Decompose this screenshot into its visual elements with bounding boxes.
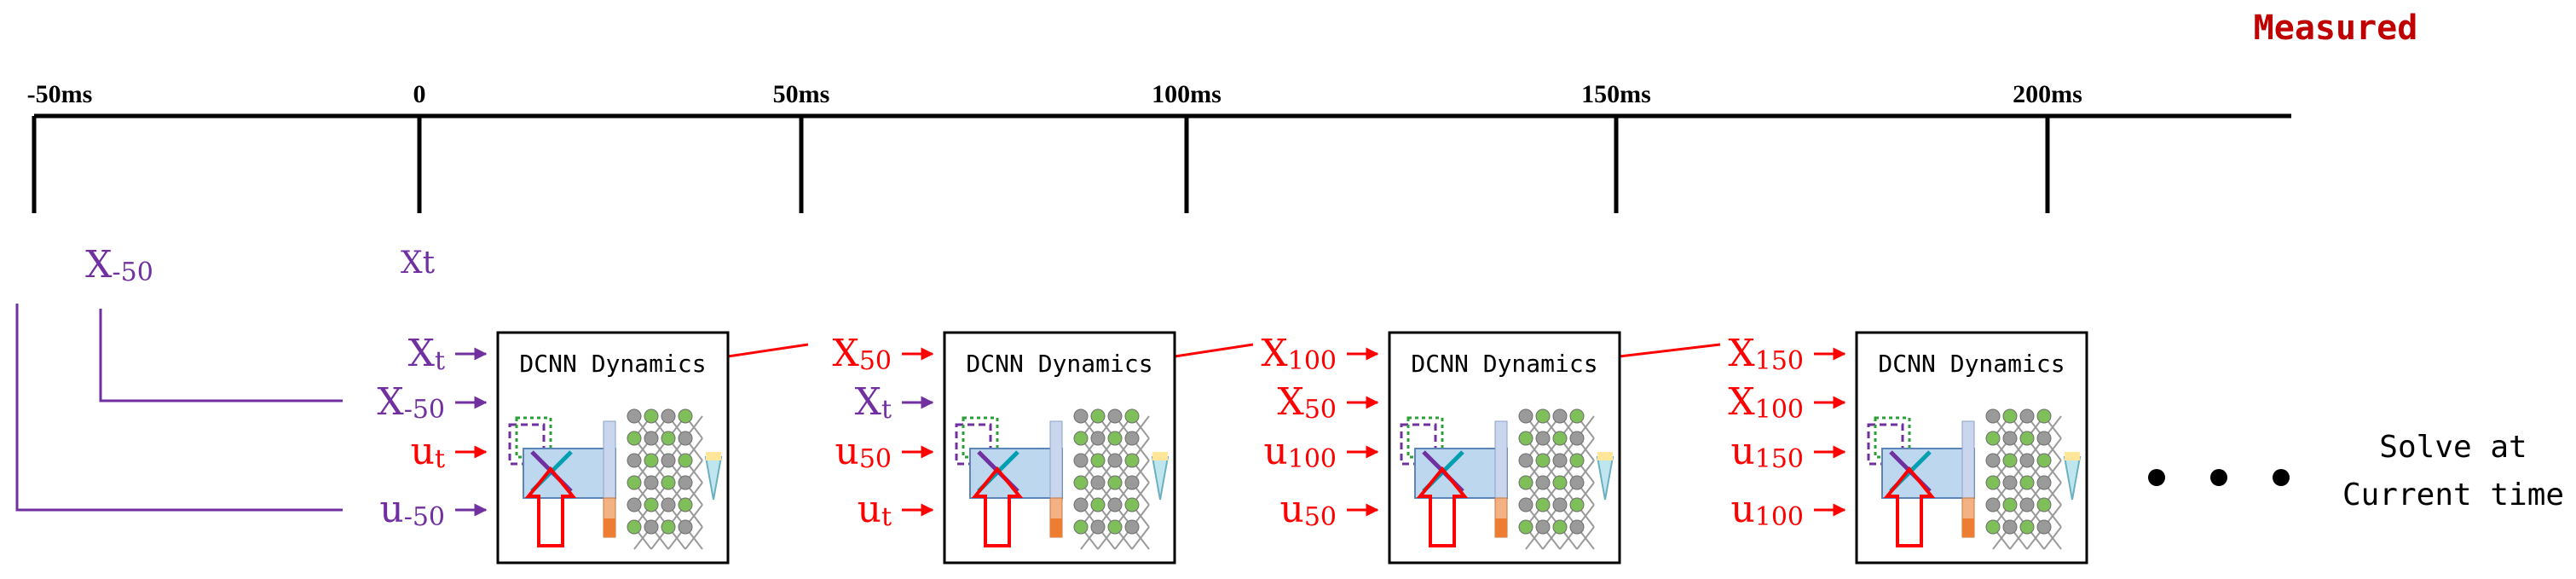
stage-1-input-u-50: u-50 xyxy=(379,488,445,532)
ellipsis-dot xyxy=(2210,469,2227,486)
stage-4-input-x150: X150 xyxy=(1728,332,1804,376)
solve-line-2: Current time xyxy=(2342,478,2564,512)
stage-2-input-u50: u50 xyxy=(835,430,892,474)
stage-3-input-x100: X100 xyxy=(1261,332,1337,376)
network-illustration xyxy=(508,408,723,550)
feeder-line-x-50 xyxy=(99,309,343,402)
network-illustration xyxy=(955,408,1170,550)
timeline-tick-label: 0 xyxy=(413,80,426,108)
feeder-line-u-50 xyxy=(15,304,343,512)
dcnn-box-title: DCNN Dynamics xyxy=(966,350,1152,378)
ellipsis-dot xyxy=(2273,469,2290,486)
stage-3-input-x50: X50 xyxy=(1277,380,1337,425)
timeline-tick-label: 50ms xyxy=(773,80,830,108)
stage-2-input-ut: ut xyxy=(858,488,892,532)
stage-connector xyxy=(1174,343,1254,358)
stage-4-input-x100: X100 xyxy=(1728,380,1804,425)
stage-connector xyxy=(727,343,809,358)
dcnn-box-title: DCNN Dynamics xyxy=(1878,350,2065,378)
network-illustration xyxy=(1400,408,1614,550)
timeline: -50ms 0 50ms 100ms 150ms 200ms xyxy=(27,80,2291,213)
continuation-ellipsis xyxy=(2148,469,2290,486)
feeder-lines xyxy=(15,304,343,512)
solve-line-1: Solve at xyxy=(2379,430,2527,465)
timeline-ticks: -50ms 0 50ms 100ms 150ms 200ms xyxy=(27,80,2082,213)
stage-1-input-x-50: X-50 xyxy=(377,380,445,425)
ellipsis-dot xyxy=(2148,469,2165,486)
timeline-tick-label: -50ms xyxy=(27,80,93,108)
dcnn-box-title: DCNN Dynamics xyxy=(1411,350,1597,378)
dcnn-box-title: DCNN Dynamics xyxy=(519,350,706,378)
timeline-tick-label: 150ms xyxy=(1581,80,1651,108)
stage-3-input-u100: u100 xyxy=(1263,430,1337,474)
stage-1-input-xt: Xt xyxy=(408,332,445,376)
stage-4-input-u100: u100 xyxy=(1730,488,1804,532)
stage-connectors xyxy=(727,343,1721,358)
stage-4-input-u150: u150 xyxy=(1730,430,1804,474)
measured-state-x-50: X-50 xyxy=(85,243,153,287)
network-illustration xyxy=(1867,408,2082,550)
timeline-tick-label: 200ms xyxy=(2013,80,2082,108)
measured-label: Measured xyxy=(2254,9,2418,48)
measured-states: X-50 Xt xyxy=(85,243,435,287)
stage-1-input-ut: ut xyxy=(411,430,445,474)
stage-connector xyxy=(1619,343,1721,358)
stage-2-input-xt: Xt xyxy=(855,380,892,425)
stage-1: XtX-50 ut u-50 DCNN Dynamics xyxy=(377,331,730,565)
timeline-tick-label: 100ms xyxy=(1152,80,1222,108)
measured-state-xt: Xt xyxy=(401,246,436,281)
stage-3-input-u50: u50 xyxy=(1279,488,1337,532)
stage-2-input-x50: X50 xyxy=(832,332,892,376)
